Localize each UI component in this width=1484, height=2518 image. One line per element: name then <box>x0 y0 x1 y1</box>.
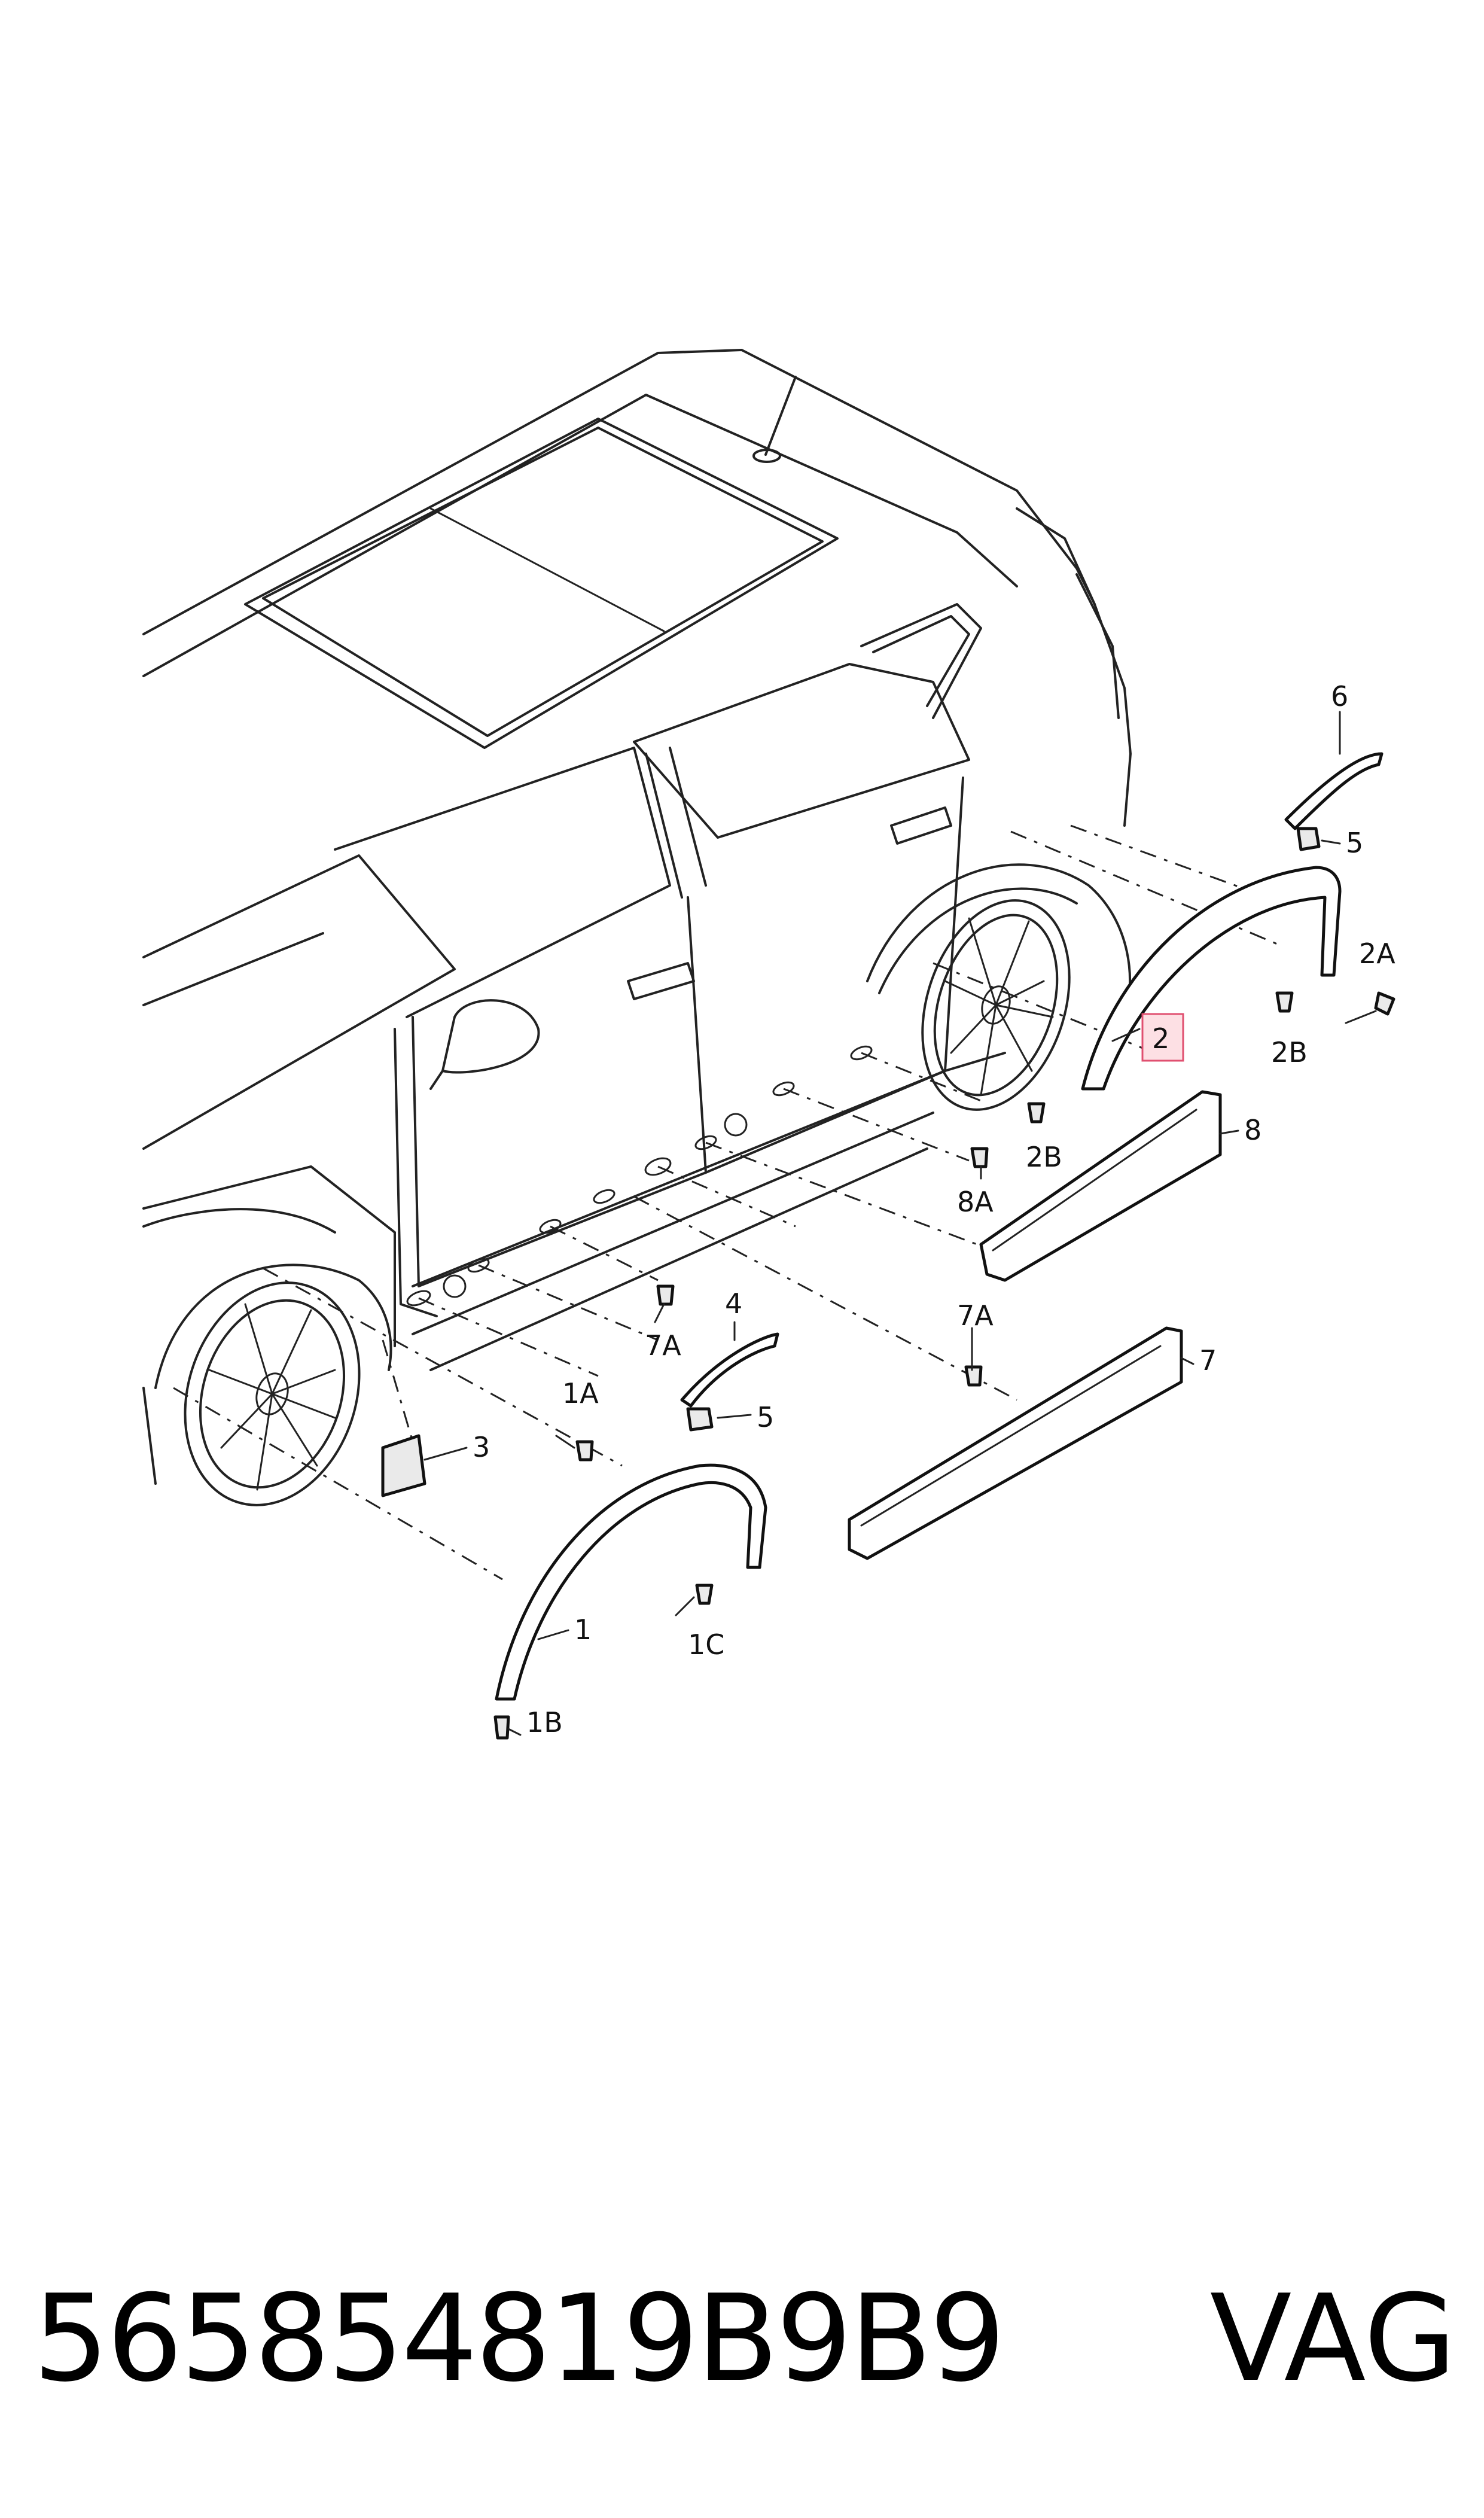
part-number: 565854819B9B9 <box>33 2269 1005 2409</box>
callout-3: 3 <box>473 1431 490 1463</box>
brand-label: VAG <box>1209 2269 1456 2409</box>
part-1-front-arch-trim <box>495 1463 767 1701</box>
callout-7: 7 <box>1199 1344 1217 1377</box>
parts <box>381 752 1395 1740</box>
callout-1B: 1B <box>526 1706 563 1738</box>
callout-2B-lower: 2B <box>1026 1141 1062 1173</box>
parts-diagram: 2 6 5 2A 2B 8 2B 8A 7A 7A 7 4 5 1A 3 1 1… <box>142 349 1395 1740</box>
callout-6: 6 <box>1331 680 1348 713</box>
callout-5-lower: 5 <box>757 1401 774 1433</box>
part-4-seal <box>680 1332 779 1408</box>
fasteners <box>493 991 1395 1740</box>
callout-7A-right: 7A <box>957 1299 994 1332</box>
callout-2B-upper: 2B <box>1271 1036 1308 1068</box>
callout-labels: 2 6 5 2A 2B 8 2B 8A 7A 7A 7 4 5 1A 3 1 1… <box>473 680 1395 1738</box>
part-3-bracket <box>381 1434 426 1497</box>
callout-2: 2 <box>1152 1022 1169 1055</box>
car-illustration <box>142 349 1132 1506</box>
callout-1: 1 <box>574 1613 592 1646</box>
part-5-clip-lower <box>686 1407 714 1432</box>
part-8-rear-door-moulding <box>979 1090 1222 1282</box>
callout-2A: 2A <box>1359 937 1395 970</box>
callout-7A-left: 7A <box>645 1329 681 1362</box>
part-7-front-door-moulding <box>848 1326 1183 1560</box>
callout-8A: 8A <box>957 1186 994 1218</box>
part-6-seal <box>1284 752 1384 830</box>
footer: 565854819B9B9 VAG <box>33 2261 1456 2417</box>
callout-1A: 1A <box>562 1377 599 1409</box>
callout-5-upper: 5 <box>1346 827 1363 859</box>
part-5-clip-upper <box>1296 827 1321 851</box>
callout-4: 4 <box>725 1287 742 1320</box>
part-2-rear-arch-trim <box>1081 866 1342 1091</box>
callout-1C: 1C <box>688 1628 724 1661</box>
callout-leaders <box>423 711 1377 1736</box>
callout-8: 8 <box>1244 1114 1261 1146</box>
highlight-box-2 <box>1141 1013 1184 1062</box>
